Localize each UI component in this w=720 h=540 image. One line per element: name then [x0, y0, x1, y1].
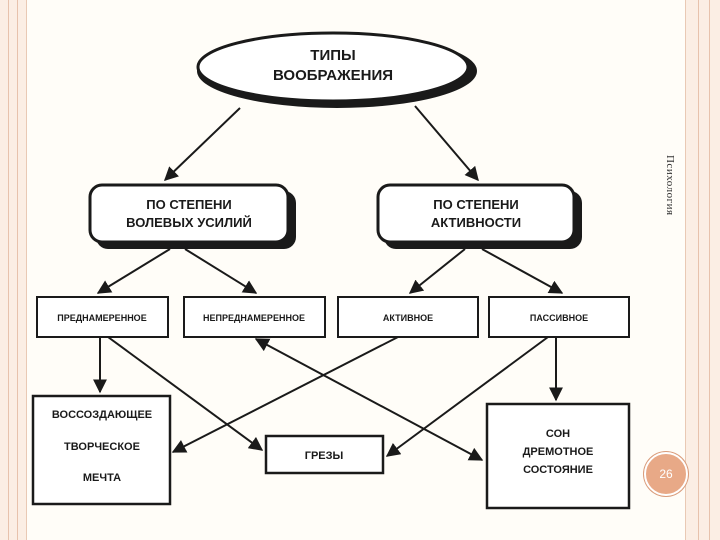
result-right-line-3: СОСТОЯНИЕ — [523, 464, 593, 476]
category-volitional-line-1: ПО СТЕПЕНИ — [146, 197, 232, 212]
arrow-title-to-volitional — [163, 107, 241, 181]
arrow-activity-to-active — [408, 248, 466, 294]
subtype-intentional-label: ПРЕДНАМЕРЕННОЕ — [57, 313, 146, 323]
right-border-line — [698, 0, 710, 540]
left-border-line — [8, 0, 18, 540]
left-border — [0, 0, 27, 540]
subtype-intentional-node: ПРЕДНАМЕРЕННОЕ — [36, 296, 169, 338]
arrow-title-to-activity — [414, 105, 479, 182]
subtype-passive-label: ПАССИВНОЕ — [530, 313, 588, 323]
right-border — [685, 0, 720, 540]
result-left-line-2: ТВОРЧЕСКОЕ — [64, 441, 140, 453]
result-left-line-3: МЕЧТА — [83, 472, 121, 484]
arrow-right-to-unintentional — [254, 338, 484, 461]
result-center-label: ГРЕЗЫ — [305, 450, 344, 462]
subtype-unintentional-label: НЕПРЕДНАМЕРЕННОЕ — [203, 313, 305, 323]
category-activity-node: ПО СТЕПЕНИ АКТИВНОСТИ — [376, 183, 582, 249]
arrow-volitional-to-unintentional — [184, 248, 258, 294]
page-number-badge: 26 — [644, 452, 688, 496]
result-center-node: ГРЕЗЫ — [264, 434, 385, 475]
subtype-passive-node: ПАССИВНОЕ — [488, 296, 630, 338]
result-right-node: СОН ДРЕМОТНОЕ СОСТОЯНИЕ — [485, 402, 631, 510]
subtype-unintentional-node: НЕПРЕДНАМЕРЕННОЕ — [183, 296, 326, 338]
side-label: Психология — [664, 155, 676, 216]
subtype-active-label: АКТИВНОЕ — [383, 313, 433, 323]
title-line-2: ВООБРАЖЕНИЯ — [273, 67, 393, 84]
result-right-line-2: ДРЕМОТНОЕ — [523, 446, 594, 458]
arrow-activity-to-passive — [481, 248, 564, 294]
title-line-1: ТИПЫ — [310, 47, 355, 64]
subtype-active-node: АКТИВНОЕ — [337, 296, 479, 338]
result-left-node: ВОССОЗДАЮЩЕЕ ТВОРЧЕСКОЕ МЕЧТА — [31, 394, 172, 506]
result-left-line-1: ВОССОЗДАЮЩЕЕ — [52, 409, 152, 421]
arrow-intentional-to-center — [107, 336, 264, 451]
category-activity-line-2: АКТИВНОСТИ — [431, 215, 521, 230]
arrows — [93, 105, 564, 461]
arrow-volitional-to-intentional — [96, 248, 171, 294]
category-volitional-line-2: ВОЛЕВЫХ УСИЛИЙ — [126, 215, 252, 230]
title-node: ТИПЫ ВООБРАЖЕНИЯ — [196, 31, 477, 108]
category-volitional-node: ПО СТЕПЕНИ ВОЛЕВЫХ УСИЛИЙ — [88, 183, 296, 249]
result-right-line-1: СОН — [546, 428, 570, 440]
category-activity-line-1: ПО СТЕПЕНИ — [433, 197, 519, 212]
